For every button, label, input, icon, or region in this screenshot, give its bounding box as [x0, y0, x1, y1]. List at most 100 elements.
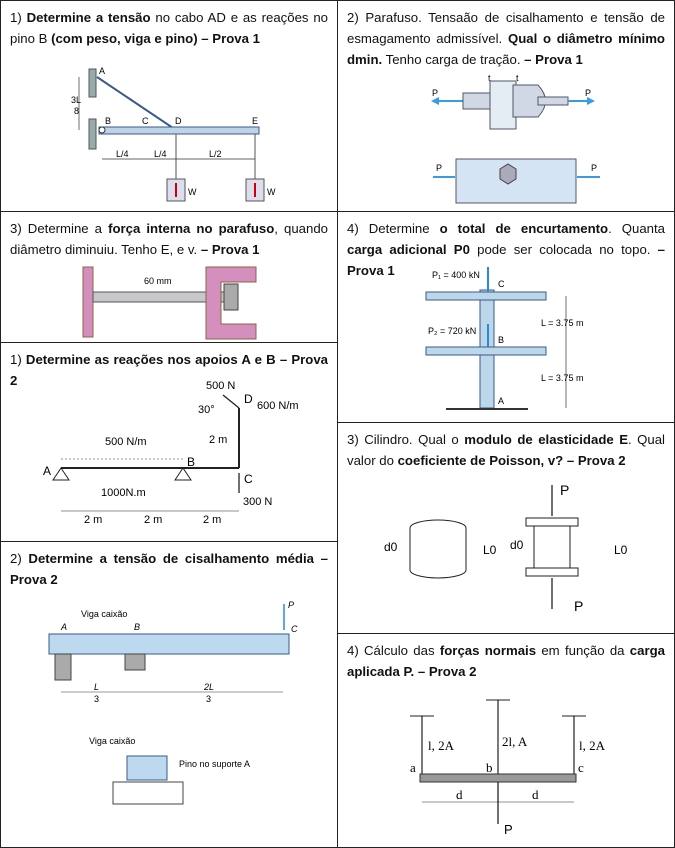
q4-P1-label: P₁ = 400 kN: [432, 270, 480, 280]
q1-bold2: (com peso, viga e pino) – Prova 1: [51, 31, 260, 46]
q2-t2: t: [516, 73, 519, 83]
q5-500N: 500 N: [206, 380, 235, 392]
q2-rod-right: [537, 96, 569, 106]
q6-bold1: modulo de elasticidade E: [464, 432, 628, 447]
q1-label-C: C: [142, 116, 149, 126]
q8-text1: Cálculo das: [364, 643, 440, 658]
q4-label-C: C: [498, 279, 505, 289]
q7-statement: 2) Determine a tensão de cisalhamento mé…: [10, 548, 328, 590]
cell-q6-cylinder: 3) Cilindro. Qual o modulo de elasticida…: [337, 422, 675, 634]
q7-label-viga2: Viga caixão: [89, 736, 135, 746]
q7-section: [126, 755, 168, 781]
q1-label-B: B: [105, 116, 111, 126]
q6-d0-b: d0: [510, 538, 524, 552]
q5-label-C: C: [244, 472, 253, 486]
q2-arrowhead-right: [587, 97, 595, 105]
cell-q3-bolt-force: 3) Determine a força interna no parafuso…: [0, 211, 338, 343]
q7-L3-num: L: [94, 682, 99, 692]
q1-beam: [98, 126, 260, 135]
q3-text1: Determine a: [27, 221, 109, 236]
q6-plate-top: [525, 517, 579, 527]
q6-text2: . Qual valor do: [347, 432, 665, 468]
q5-label-D: D: [244, 392, 253, 406]
q6-P-top: P: [560, 482, 569, 498]
q1-figure: A B C D E 3L 8 L/4 L/4 L/2 W W: [71, 66, 276, 202]
q3-nut: [223, 283, 239, 311]
q3-bold1: força interna no parafuso: [108, 221, 275, 236]
q5-bold1: Determine as reações nos apoios A e B – …: [10, 352, 328, 388]
q1-W2: W: [267, 187, 276, 197]
q5-angle: 30°: [198, 404, 215, 416]
q1-label-D: D: [175, 116, 182, 126]
q4-number: 4): [347, 221, 369, 236]
q2-plate-bottom: [455, 158, 577, 204]
q7-label-C: C: [291, 624, 298, 634]
q2-bold1: Qual o diâmetro mínimo dmin.: [347, 31, 665, 67]
q8-left-label: l, 2A: [428, 738, 455, 753]
q1-cable-AD: [96, 76, 177, 131]
q2-t1: t: [488, 73, 491, 83]
q5-300N: 300 N: [243, 496, 272, 508]
q5-number: 1): [10, 352, 26, 367]
q7-label-A: A: [60, 622, 67, 632]
q7-label-P: P: [288, 600, 294, 610]
q8-point-a: a: [410, 760, 416, 775]
q6-figure: d0 L0 d0 L0 P P: [384, 482, 628, 614]
q6-L0-b: L0: [614, 543, 628, 557]
q4-beam-top: [425, 291, 547, 301]
q3-bracket: [205, 266, 257, 340]
q2-text1: Parafuso. Tensaão de cisalhamento e tens…: [347, 10, 665, 46]
q8-rigid-bar: [419, 773, 577, 783]
q4-beam-mid: [425, 346, 547, 356]
q3-bold2: – Prova 1: [200, 242, 260, 257]
q6-L0-a: L0: [483, 543, 497, 557]
q8-right-label: l, 2A: [579, 738, 606, 753]
q1-dim-top: 3L: [71, 95, 81, 105]
q4-L2-label: L = 3.75 m: [541, 373, 583, 383]
q6-statement: 3) Cilindro. Qual o modulo de elasticida…: [347, 429, 665, 471]
q4-L1-label: L = 3.75 m: [541, 318, 583, 328]
q3-wall-left: [82, 266, 94, 338]
q5-600Nm: 600 N/m: [257, 400, 299, 412]
q4-bold1: o total de encurtamento: [439, 221, 609, 236]
q1-number: 1): [10, 10, 27, 25]
q7-figure: Viga caixão A B C P L 3 2L 3 Viga caixão…: [48, 600, 298, 805]
q1-wall-top: [88, 68, 97, 98]
q1-pin-B: [98, 126, 106, 134]
q2-P-right: P: [585, 88, 591, 98]
q2-arrowhead-left: [431, 97, 439, 105]
q5-500N-arrow: [222, 394, 240, 409]
q5-dim-2m-3: 2 m: [203, 514, 221, 526]
q5-dim-2m-2: 2 m: [144, 514, 162, 526]
q1-L2: L/2: [209, 149, 222, 159]
q3-statement: 3) Determine a força interna no parafuso…: [10, 218, 328, 260]
q1-L4b: L/4: [154, 149, 167, 159]
q1-label-A: A: [99, 66, 105, 76]
q8-point-c: c: [578, 760, 584, 775]
q4-text2: . Quanta: [608, 221, 666, 236]
q2-number: 2): [347, 10, 366, 25]
q6-plate-bottom: [525, 567, 579, 577]
q7-label-pino: Pino no suporte A: [179, 759, 250, 769]
q2-P-right2: P: [591, 163, 597, 173]
q8-mid-label: 2l, A: [502, 734, 528, 749]
q7-number: 2): [10, 551, 29, 566]
q4-statement: 4) Determine o total de encurtamento. Qu…: [347, 218, 665, 281]
q6-number: 3): [347, 432, 365, 447]
q7-pin-support: [112, 781, 184, 805]
q2-nut: [499, 163, 517, 185]
q4-label-A: A: [498, 396, 504, 406]
q5-support-A: [52, 467, 70, 481]
q5-500Nm: 500 N/m: [105, 436, 147, 448]
q2-bolt: [489, 80, 517, 130]
q6-text1: Cilindro. Qual o: [364, 432, 465, 447]
q7-2L3-den: 3: [206, 694, 211, 704]
q1-dim-bottom: 8: [74, 106, 79, 116]
q7-label-B: B: [134, 622, 140, 632]
q1-label-E: E: [252, 116, 258, 126]
cell-q4-column-shortening: 4) Determine o total de encurtamento. Qu…: [337, 211, 675, 423]
q8-bold2: carga aplicada P. – Prova 2: [347, 643, 665, 679]
q1-L4a: L/4: [116, 149, 129, 159]
q1-statement: 1) Determine a tensão no cabo AD e as re…: [10, 7, 328, 49]
q8-bold1: forças normais: [439, 643, 537, 658]
